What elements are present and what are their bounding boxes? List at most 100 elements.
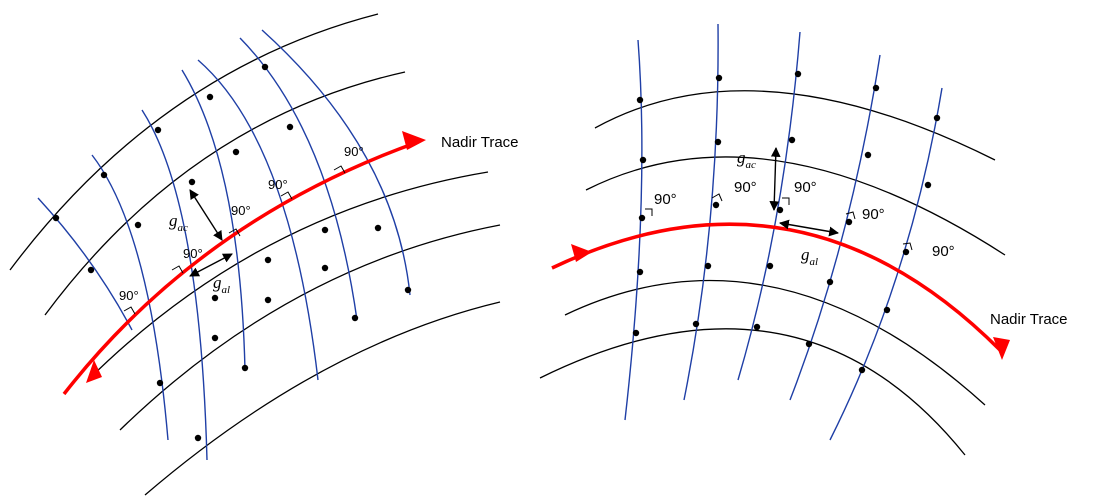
grid-point — [872, 84, 880, 92]
right-gac-arrow — [769, 147, 781, 211]
grid-point — [156, 379, 164, 387]
right-angle-marker — [333, 165, 346, 174]
left-arc-2 — [44, 71, 406, 316]
grid-point — [864, 151, 872, 159]
grid-point — [261, 63, 269, 71]
grid-point — [858, 366, 866, 374]
left-cross-7 — [261, 29, 411, 296]
left-angle-label-2: 90° — [268, 177, 288, 192]
left-gac-arrow — [189, 189, 223, 241]
grid-point — [692, 320, 700, 328]
grid-point — [753, 323, 761, 331]
left-cross-6 — [239, 37, 358, 321]
grid-point — [933, 114, 941, 122]
grid-point — [714, 138, 722, 146]
right-panel: Nadir Trace 90° 90° 90° 90° 90° gac gal — [539, 23, 1068, 456]
left-arc-5 — [144, 301, 501, 496]
right-gal-arrow — [779, 219, 839, 237]
left-arc-4 — [119, 224, 501, 431]
left-along-track-lines — [9, 13, 501, 496]
left-angle-label-3: 90° — [231, 203, 251, 218]
right-angle-label-4: 90° — [862, 206, 885, 223]
left-right-angle-markers — [123, 165, 346, 315]
grid-point — [100, 171, 108, 179]
right-trace-arrowhead-mid — [571, 244, 592, 262]
right-cross-4 — [789, 54, 881, 401]
right-angle-marker — [645, 208, 653, 216]
left-trace-arrowhead-end — [402, 131, 426, 150]
right-angle-marker — [280, 191, 293, 200]
grid-point — [194, 434, 202, 442]
right-arc-4 — [539, 328, 966, 456]
left-cross-1 — [37, 197, 133, 331]
grid-point — [154, 126, 162, 134]
grid-point — [211, 294, 219, 302]
right-arc-2 — [585, 156, 1006, 256]
grid-point — [188, 178, 196, 186]
left-cross-3 — [141, 109, 208, 461]
left-nadir-trace — [62, 131, 426, 396]
grid-point — [704, 262, 712, 270]
left-gal-label: gal — [213, 273, 230, 296]
left-angle-label-5: 90° — [119, 288, 139, 303]
left-cross-5 — [197, 59, 319, 381]
grid-point — [845, 218, 853, 226]
grid-point — [902, 248, 910, 256]
right-angle-marker — [782, 197, 790, 205]
grid-point — [639, 156, 647, 164]
left-gal-arrow — [189, 253, 233, 277]
left-trace-label: Nadir Trace — [441, 134, 519, 151]
grid-point — [788, 136, 796, 144]
right-right-angle-markers — [645, 193, 913, 251]
left-grid-points — [52, 63, 412, 442]
right-cross-3 — [737, 31, 801, 381]
grid-point — [404, 286, 412, 294]
right-trace-label: Nadir Trace — [990, 311, 1068, 328]
right-angle-marker — [228, 228, 241, 237]
right-cross-track-lines — [624, 23, 943, 441]
grid-point — [636, 96, 644, 104]
grid-point — [87, 266, 95, 274]
grid-point — [805, 340, 813, 348]
right-angle-marker — [845, 211, 856, 220]
grid-point — [766, 262, 774, 270]
grid-point — [826, 278, 834, 286]
left-dimension-arrows — [189, 189, 233, 277]
right-angle-label-2: 90° — [734, 179, 757, 196]
right-angle-marker — [902, 242, 913, 251]
right-angle-marker — [171, 265, 184, 274]
grid-point — [321, 264, 329, 272]
grid-point — [264, 296, 272, 304]
grid-point — [321, 226, 329, 234]
right-along-track-lines — [539, 90, 1006, 456]
grid-point — [206, 93, 214, 101]
left-angle-label-1: 90° — [344, 144, 364, 159]
right-angle-marker — [123, 306, 136, 315]
left-angle-label-4: 90° — [183, 246, 203, 261]
grid-point — [924, 181, 932, 189]
grid-point — [638, 214, 646, 222]
left-trace-arrowhead-mid — [86, 360, 102, 383]
grid-point — [286, 123, 294, 131]
grid-point — [52, 214, 60, 222]
right-gal-label: gal — [801, 245, 818, 268]
right-gac-label: gac — [737, 148, 756, 171]
left-gac-label: gac — [169, 211, 188, 234]
grid-point — [134, 221, 142, 229]
right-trace-arrowhead-end — [993, 337, 1010, 360]
right-angle-label-1: 90° — [654, 191, 677, 208]
grid-point — [264, 256, 272, 264]
left-panel: Nadir Trace 90° 90° 90° 90° 90° gac gal — [9, 13, 519, 496]
grid-point — [232, 148, 240, 156]
right-cross-2 — [683, 23, 719, 401]
grid-point — [374, 224, 382, 232]
right-dimension-arrows — [769, 147, 839, 237]
right-angle-marker — [711, 193, 723, 202]
grid-point — [712, 201, 720, 209]
left-arc-3 — [87, 171, 489, 381]
left-cross-track-lines — [37, 29, 411, 461]
grid-point — [715, 74, 723, 82]
right-angle-label-3: 90° — [794, 179, 817, 196]
